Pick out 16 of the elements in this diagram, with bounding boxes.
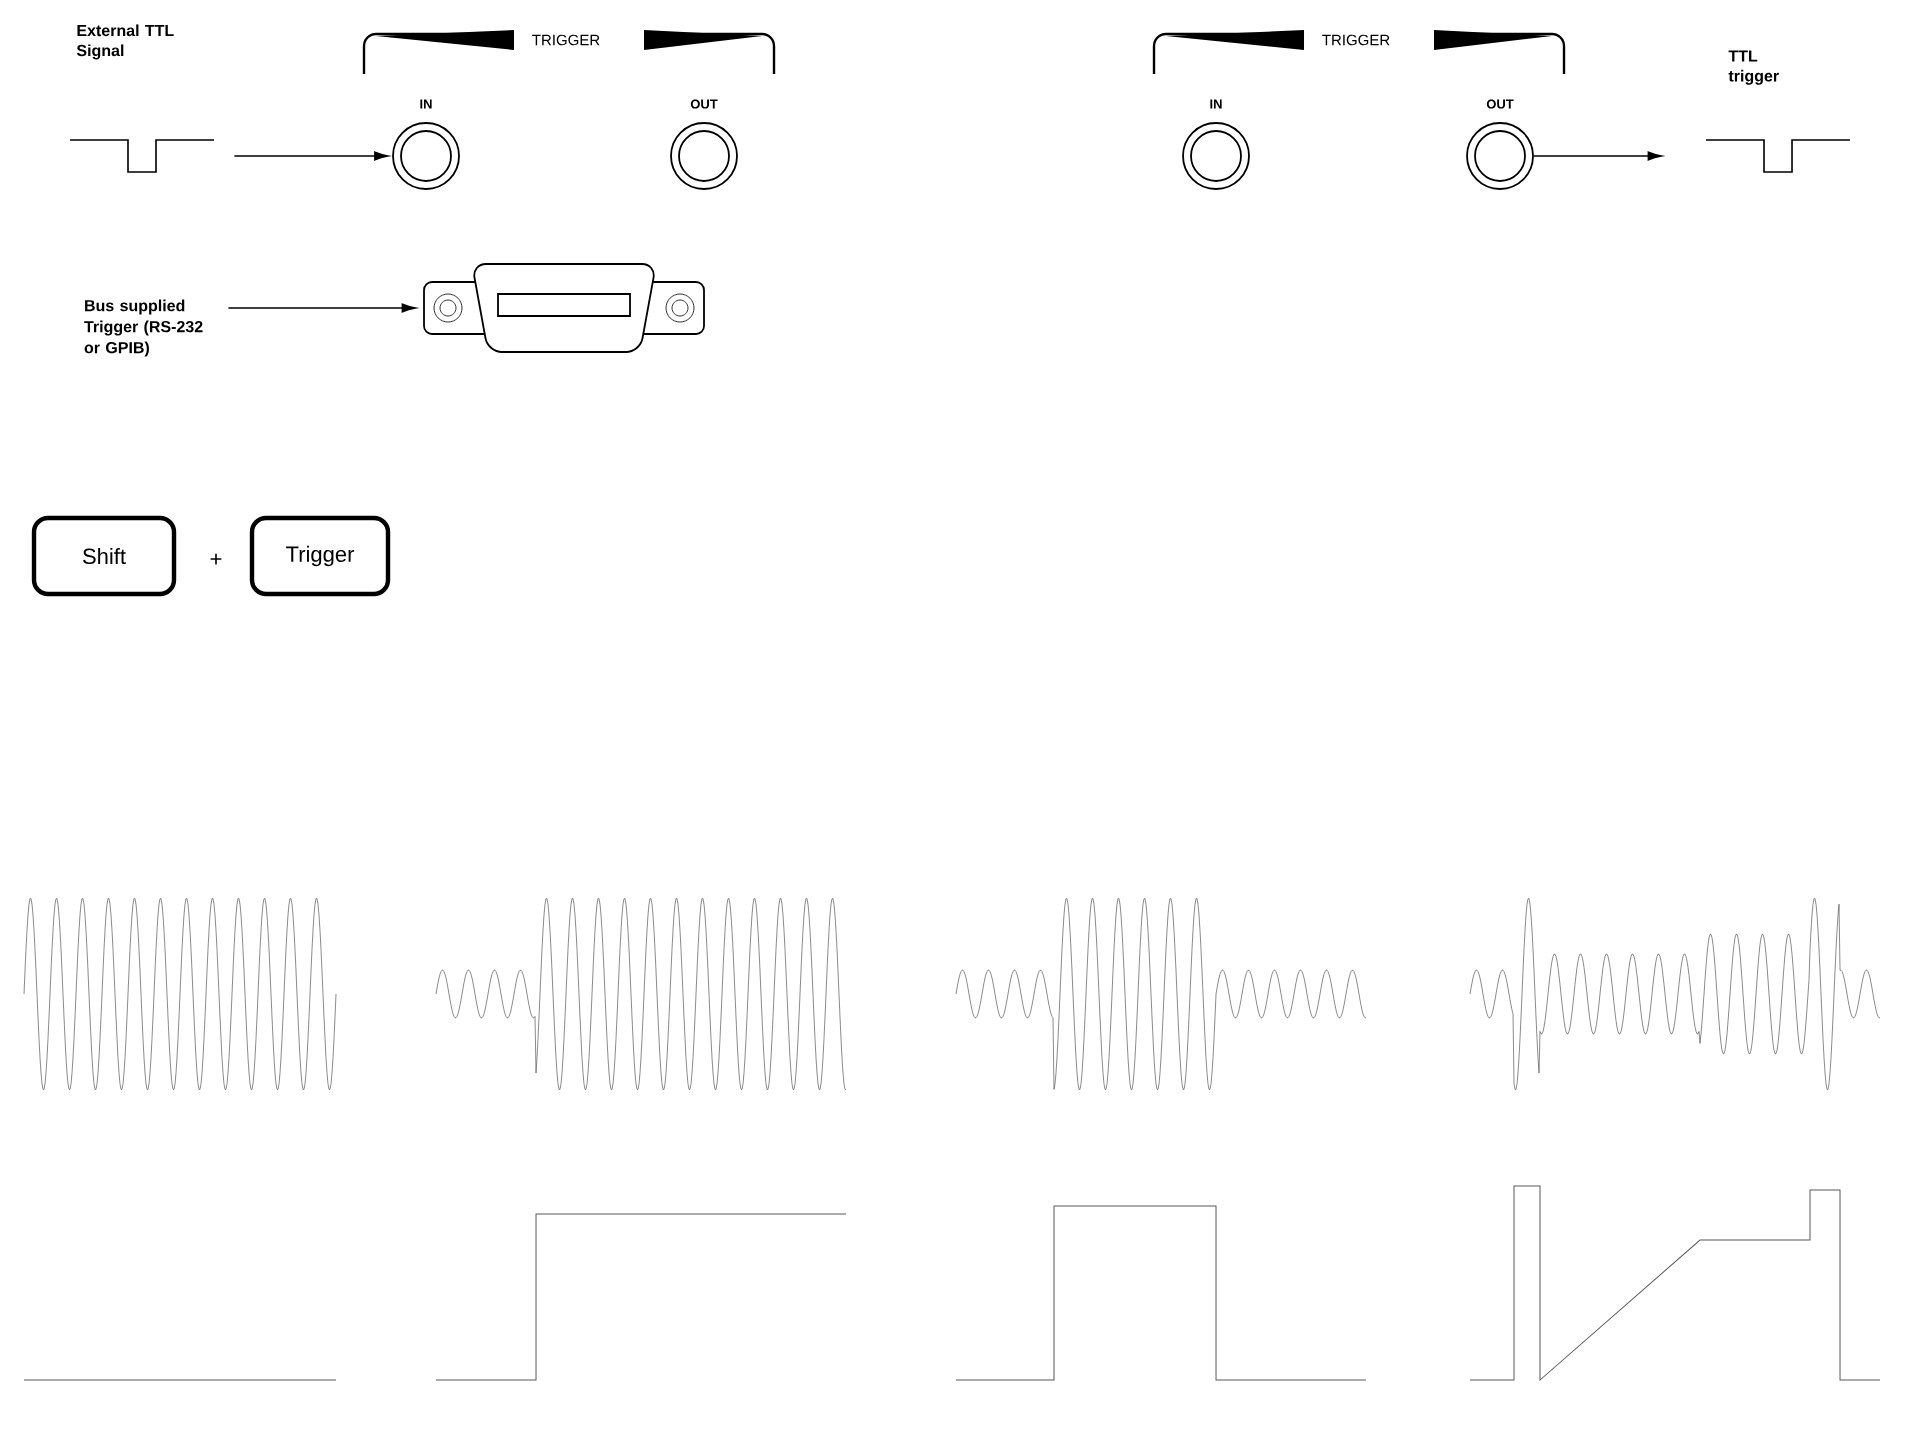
jack-socket xyxy=(1182,122,1250,190)
arrow xyxy=(227,303,417,313)
key-button: Shift xyxy=(31,515,177,597)
bus-trigger-label: Bus supplied Trigger (RS-232 or GPIB) xyxy=(84,299,203,357)
key-button: Trigger xyxy=(249,515,391,597)
pulse-drawing xyxy=(69,139,215,173)
label: + xyxy=(210,553,222,565)
arrow xyxy=(1533,151,1662,161)
signal-label: External TTL Signal xyxy=(76,24,174,60)
jack-socket xyxy=(670,122,738,190)
jack-socket xyxy=(1466,122,1534,190)
jack-socket xyxy=(392,122,460,190)
pulse-drawing xyxy=(1705,139,1851,173)
arrow xyxy=(233,151,389,161)
connector-drawing xyxy=(423,263,705,353)
signal-label: TTL trigger xyxy=(1728,50,1779,85)
